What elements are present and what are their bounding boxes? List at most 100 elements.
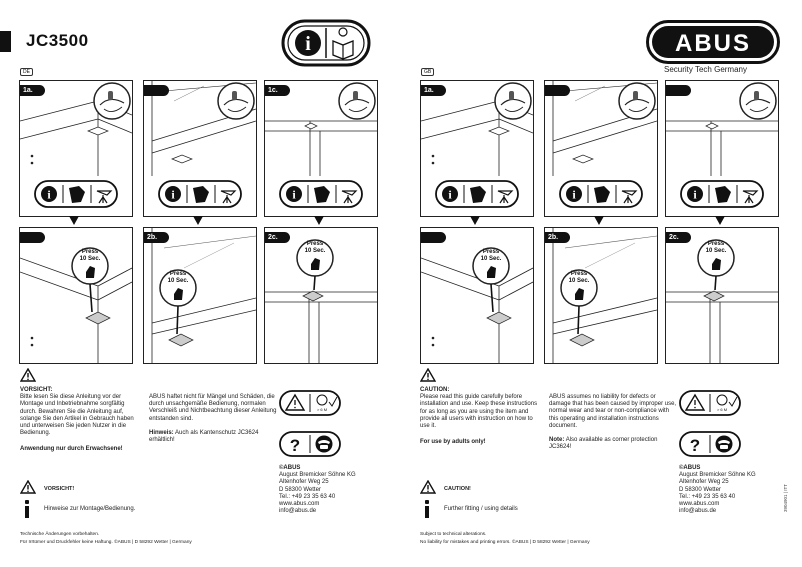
- warning-label-de: VORSICHT!: [44, 486, 75, 492]
- cabinet-drawing: i: [20, 82, 132, 208]
- footer-line-1-gb: Subject to technical alterations.: [420, 532, 487, 537]
- age-label: > 6 M: [317, 407, 327, 412]
- address-line-2: Altenhofer Weg 25: [279, 479, 329, 486]
- cabinet-drawing: i: [421, 82, 533, 208]
- cabinet-drawing: [552, 228, 657, 363]
- svg-text:i: i: [292, 188, 296, 202]
- svg-text:?: ?: [290, 436, 300, 455]
- svg-text:i: i: [171, 188, 175, 202]
- address-line-5: www.abus.com: [279, 501, 320, 508]
- step-illustration-top-3: i: [665, 80, 779, 217]
- address-line-1: August Bremicker Söhne KG: [679, 472, 756, 479]
- caution-title: CAUTION:: [420, 387, 450, 393]
- cabinet-drawing: [666, 239, 778, 363]
- brand-tagline: Security Tech Germany: [664, 65, 747, 74]
- cabinet-drawing: i: [265, 82, 377, 208]
- cabinet-drawing: [151, 228, 256, 363]
- address-line-6: info@abus.de: [279, 508, 317, 515]
- step-illustration-top-2: i: [143, 80, 257, 217]
- press-instruction: Press 10 Sec.: [79, 249, 101, 262]
- info-i-icon: [422, 500, 432, 518]
- address-line-4: Tel.: +49 23 35 63 40: [679, 493, 736, 500]
- step-label: 2c.: [666, 232, 691, 243]
- warning-label-gb: CAUTION!: [444, 486, 471, 492]
- warning-triangle-icon: [420, 368, 436, 382]
- abus-logo: ABUS: [646, 20, 780, 64]
- down-arrow-icon: [314, 216, 324, 225]
- cabinet-drawing: [265, 239, 377, 363]
- step-label: 2c.: [265, 232, 290, 243]
- note-label: Note:: [549, 437, 565, 444]
- press-instruction: Press 10 Sec.: [568, 271, 590, 284]
- step-illustration-bottom-3: Press 10 Sec.2c.: [665, 227, 779, 364]
- info-label-gb: Further fitting / using details: [444, 506, 518, 512]
- model-number: JC3500: [26, 31, 89, 50]
- address-line-1: August Bremicker Söhne KG: [279, 472, 356, 479]
- step-label: [144, 85, 169, 96]
- step-label: 1a.: [421, 85, 446, 96]
- liability-block-gb: ABUS assumes no liability for defects or…: [549, 394, 677, 451]
- liability-block-de: ABUS haftet nicht für Mängel und Schäden…: [149, 394, 277, 444]
- address-line-6: info@abus.de: [679, 508, 717, 515]
- step-illustration-bottom-2: Press 10 Sec. 2b.: [544, 227, 658, 364]
- language-badge-gb: GB: [421, 68, 435, 76]
- press-instruction: Press 10 Sec.: [480, 249, 502, 262]
- step-label: [20, 232, 45, 243]
- address-line-5: www.abus.com: [679, 501, 720, 508]
- down-arrow-icon: [193, 216, 203, 225]
- step-illustration-bottom-1: Press 10 Sec.: [19, 227, 133, 364]
- cabinet-drawing: i: [666, 82, 778, 208]
- step-illustration-top-2: i: [544, 80, 658, 217]
- info-i-icon: [22, 500, 32, 518]
- down-arrow-icon: [470, 216, 480, 225]
- adults-only: For use by adults only!: [420, 439, 486, 446]
- down-arrow-icon: [715, 216, 725, 225]
- info-manual-icon: i: [281, 19, 371, 67]
- age-label: > 6 M: [717, 407, 727, 412]
- language-badge-de: DE: [20, 68, 33, 76]
- help-phone-icon: ?: [279, 431, 341, 457]
- address-company: ©ABUS: [679, 465, 701, 471]
- warning-triangle-icon: [20, 480, 36, 494]
- cabinet-drawing: i: [151, 81, 256, 208]
- document-code: 3904901 | ITT: [783, 484, 788, 512]
- note-label: Hinweis:: [149, 429, 174, 436]
- svg-text:ABUS: ABUS: [675, 30, 751, 57]
- warning-triangle-icon: [420, 480, 436, 494]
- svg-text:?: ?: [690, 436, 700, 455]
- footer-line-1-de: Technische Änderungen vorbehalten.: [20, 532, 100, 537]
- caution-block-gb: CAUTION: Please read this guide carefull…: [420, 387, 540, 446]
- footer-line-2-gb: No liability for mistakes and printing e…: [420, 540, 590, 545]
- header-marker: [0, 31, 11, 52]
- address-line-4: Tel.: +49 23 35 63 40: [279, 493, 336, 500]
- address-line-2: Altenhofer Weg 25: [679, 479, 729, 486]
- address-block-gb: ©ABUS August Bremicker Söhne KG Altenhof…: [679, 465, 779, 515]
- caution-block-de: VORSICHT: Bitte lesen Sie diese Anleitun…: [20, 387, 140, 454]
- svg-text:i: i: [448, 188, 452, 202]
- info-label-de: Hinweise zur Montage/Bedienung.: [44, 506, 136, 512]
- cabinet-drawing: i: [552, 81, 657, 208]
- step-illustration-bottom-1: Press 10 Sec.: [420, 227, 534, 364]
- warning-triangle-icon: [20, 368, 36, 382]
- cabinet-drawing: [20, 247, 132, 363]
- step-label: 1c.: [265, 85, 290, 96]
- liability-text: ABUS assumes no liability for defects or…: [549, 394, 677, 429]
- step-illustration-top-1: i 1a.: [420, 80, 534, 217]
- svg-text:i: i: [693, 188, 697, 202]
- step-label: [421, 232, 446, 243]
- press-instruction: Press 10 Sec.: [167, 271, 189, 284]
- address-line-3: D 58300 Wetter: [279, 486, 321, 493]
- step-illustration-top-3: i 1c.: [264, 80, 378, 217]
- down-arrow-icon: [594, 216, 604, 225]
- svg-text:i: i: [305, 33, 311, 55]
- step-label: [545, 85, 570, 96]
- address-line-3: D 58300 Wetter: [679, 486, 721, 493]
- down-arrow-icon: [69, 216, 79, 225]
- address-block-de: ©ABUS August Bremicker Söhne KG Altenhof…: [279, 465, 379, 515]
- note-text: Also available as corner protection JC36…: [549, 437, 658, 451]
- step-label: 2b.: [545, 232, 570, 243]
- press-instruction: Press 10 Sec.: [304, 241, 326, 254]
- help-phone-icon: ?: [679, 431, 741, 457]
- adults-only: Anwendung nur durch Erwachsene!: [20, 446, 123, 453]
